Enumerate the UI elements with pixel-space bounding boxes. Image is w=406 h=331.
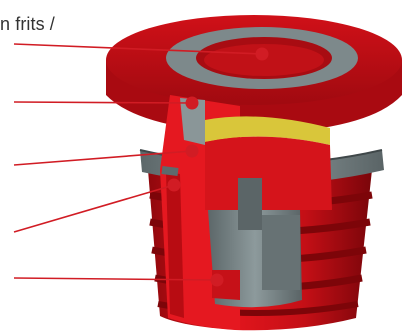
top-cap	[106, 15, 402, 134]
leader-line-upper-gray-insert	[14, 102, 192, 103]
leader-dot-outer-red-wall	[168, 179, 181, 192]
leader-dot-upper-gray-insert	[186, 97, 199, 110]
leader-dot-inner-gray-core	[211, 274, 224, 287]
leader-dot-top-cap-gray-ring	[256, 48, 269, 61]
leader-dot-yellow-frit-layer	[186, 145, 199, 158]
